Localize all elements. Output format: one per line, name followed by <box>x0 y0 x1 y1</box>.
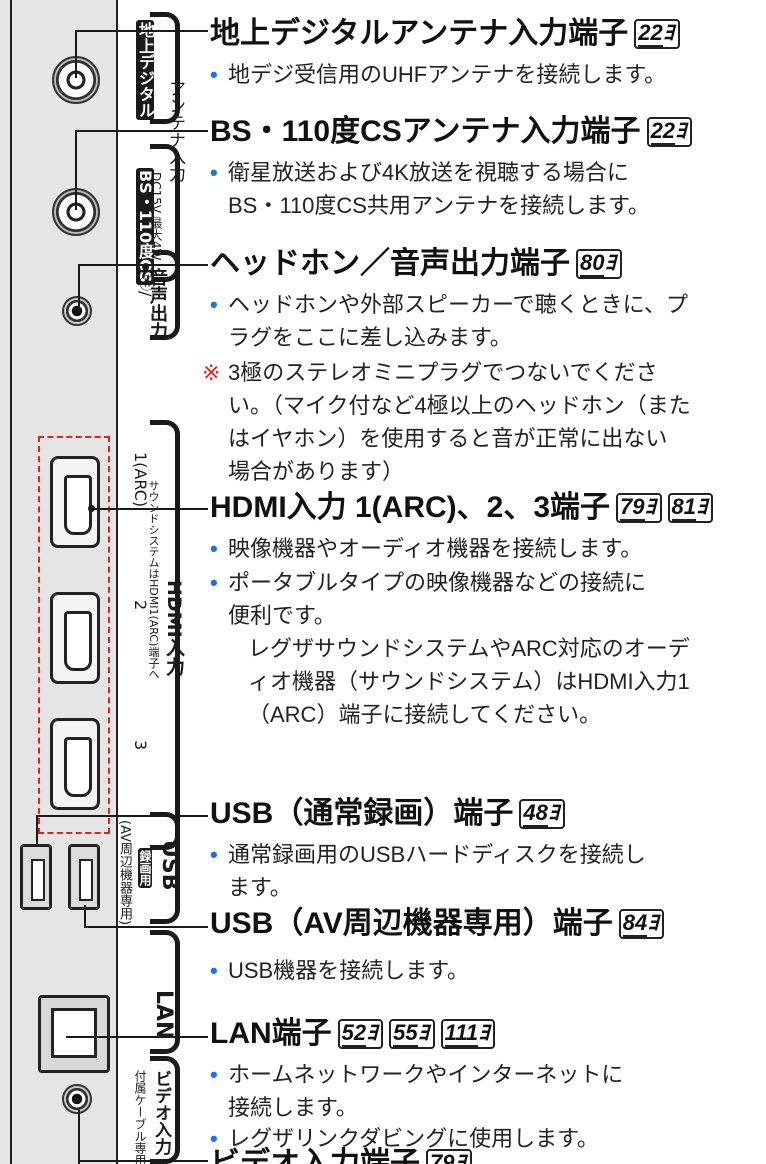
page-ref-badge: 80ﾖ <box>576 249 622 280</box>
lan-title: LAN端子 <box>210 1017 332 1050</box>
cable-label: 付属ケーブル専用 <box>133 1070 147 1164</box>
leader-line <box>84 905 86 927</box>
page-ref-badge: 79ﾖ <box>616 493 662 524</box>
leader-line <box>75 130 77 210</box>
page-ref-badge: 22ﾖ <box>646 117 693 148</box>
label-bracket <box>150 144 180 282</box>
audio-out-label: 音声出力 <box>147 268 168 340</box>
label-bracket <box>150 930 180 1054</box>
usb-rec-description: 通常録画用のUSBハードディスクを接続し ます。 <box>210 838 748 904</box>
leader-line <box>75 130 208 132</box>
leader-line <box>84 926 208 928</box>
usb-av-description: USB機器を接続します。 <box>210 954 748 987</box>
lan-description-1: ホームネットワークやインターネットに 接続します。 <box>210 1058 748 1124</box>
leader-line <box>36 815 208 817</box>
leader-line <box>66 1036 208 1038</box>
hdmi-note-label: サウンドシステムはHDMI1(ARC)端子へ <box>147 480 160 680</box>
headphone-note: ※ 3極のステレオミニプラグでつないでくださ い。（マイク付など4極以上のヘッド… <box>202 356 748 488</box>
page-ref-badge: 111ﾖ <box>440 1019 496 1050</box>
tv-rear-panel: 地上デジタル アンテナ入力 BS・110度CS DC15V 最大4W 音声出力 … <box>0 0 208 1164</box>
terrestrial-title: 地上デジタルアンテナ入力端子 <box>210 17 629 50</box>
bs-title: BS・110度CSアンテナ入力端子 <box>210 115 641 148</box>
lan-socket <box>51 1008 97 1058</box>
video-heading: ビデオ入力端子 79ﾖ <box>210 1146 472 1164</box>
video-jack <box>62 1084 92 1114</box>
page-ref-badge: 79ﾖ <box>426 1149 472 1164</box>
label-bracket <box>150 420 180 850</box>
label-bracket <box>150 250 180 340</box>
leader-line <box>75 30 77 78</box>
hdmi-arc-paragraph: レグザサウンドシステムやARC対応のオーデ ィオ機器（サウンドシステム）はHDM… <box>248 636 690 727</box>
hdmi-description-2: ポータブルタイプの映像機器などの接続に 便利です。 <box>210 566 748 632</box>
usb-av-title: USB（AV周辺機器専用）端子 <box>210 907 613 940</box>
panel-edge <box>10 0 12 1164</box>
terrestrial-description: 地デジ受信用のUHFアンテナを接続します。 <box>210 58 748 91</box>
usb-av-label: (AV周辺機器専用) <box>117 820 132 926</box>
video-title: ビデオ入力端子 <box>210 1147 420 1164</box>
page-ref-badge: 22ﾖ <box>634 19 680 50</box>
usb-rec-port <box>20 844 52 910</box>
page-ref-badge: 84ﾖ <box>618 909 665 940</box>
bs-power-label: DC15V 最大4W <box>149 172 163 261</box>
label-bracket <box>150 812 180 924</box>
page-ref-badge: 81ﾖ <box>667 493 714 524</box>
headphone-icon: ⓗ/ <box>136 275 155 297</box>
hdmi-group-outline <box>38 436 110 834</box>
bs-label: BS・110度CS <box>136 168 155 285</box>
label-bracket <box>150 12 180 124</box>
lan-port <box>38 995 110 1073</box>
video-input-label: ビデオ入力 <box>151 1070 171 1155</box>
usb-label: USB <box>157 840 182 891</box>
hdmi3-port <box>50 718 100 810</box>
leader-line <box>94 508 208 510</box>
usb-rec-badge: 録画用 <box>138 848 152 888</box>
leader-line <box>75 30 208 32</box>
hdmi-title: HDMI入力 1(ARC)、2、3端子 <box>210 491 611 524</box>
leader-line <box>78 1110 80 1164</box>
leader-line <box>36 815 38 845</box>
page-ref-badge: 55ﾖ <box>389 1019 435 1050</box>
hdmi1-label: 1(ARC) <box>131 452 150 508</box>
headphone-title: ヘッドホン／音声出力端子 <box>210 247 570 280</box>
hdmi1-port <box>50 456 100 548</box>
lan-description-2: レグザリンクダビングに使用します。 <box>210 1122 748 1155</box>
hdmi-input-label: HDMI入力 <box>163 580 185 676</box>
page-ref-badge: 52ﾖ <box>337 1019 384 1050</box>
headphone-description: ヘッドホンや外部スピーカーで聴くときに、プ ラグをここに差し込みます。 <box>210 288 748 354</box>
hdmi2-label: 2 <box>131 600 150 611</box>
page-ref-badge: 48ﾖ <box>519 799 565 830</box>
lan-label: LAN <box>151 990 176 1040</box>
terrestrial-label: 地上デジタル <box>136 20 155 120</box>
leader-line <box>78 1160 208 1162</box>
leader-line <box>78 264 208 266</box>
headphone-jack <box>62 296 92 326</box>
note-mark: ※ <box>202 360 221 385</box>
bs-description: 衛星放送および4K放送を視聴する場合に BS・110度CS共用アンテナを接続しま… <box>210 156 748 222</box>
usb-rec-title: USB（通常録画）端子 <box>210 797 514 830</box>
hdmi2-port <box>50 592 100 684</box>
hdmi-description-1: 映像機器やオーディオ機器を接続します。 <box>210 532 748 565</box>
leader-dot <box>88 505 95 512</box>
leader-line <box>78 264 80 312</box>
hdmi3-label: 3 <box>131 740 150 751</box>
usb-av-port <box>68 844 100 910</box>
